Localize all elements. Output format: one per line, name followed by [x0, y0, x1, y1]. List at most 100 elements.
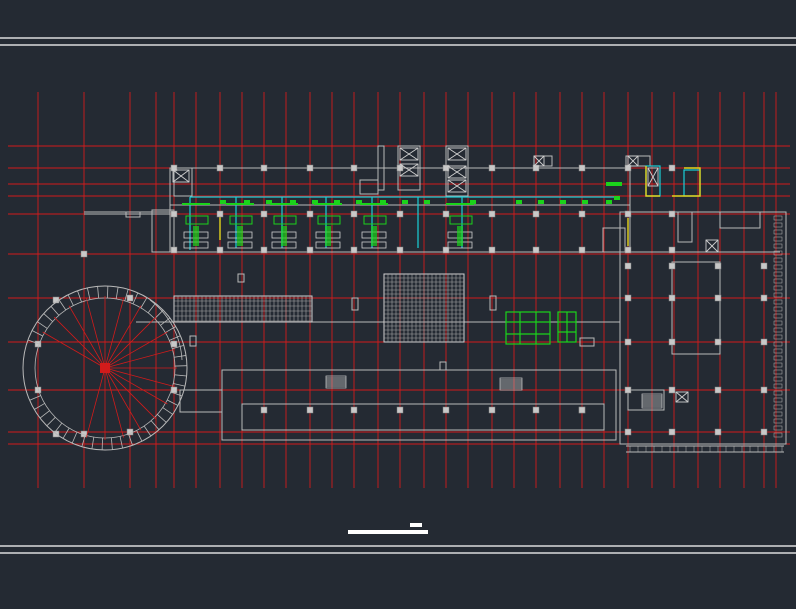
duct-tag	[582, 200, 588, 204]
column	[578, 406, 586, 414]
column	[624, 338, 632, 346]
column	[260, 210, 268, 218]
column	[714, 428, 722, 436]
column	[306, 246, 314, 254]
x-box	[399, 147, 419, 161]
column	[80, 250, 88, 258]
column	[34, 386, 42, 394]
hatched-room-left	[173, 295, 313, 323]
circular-atrium	[22, 285, 188, 451]
duct-tag	[266, 200, 272, 204]
drawing-scale	[410, 523, 422, 527]
yellow-markers	[219, 166, 701, 246]
facade-mullion	[773, 418, 783, 424]
duct-tags	[220, 182, 622, 204]
column	[578, 164, 586, 172]
fcu-group	[314, 203, 342, 249]
facade-mullion	[773, 348, 783, 354]
column	[306, 406, 314, 414]
facade-mullion	[773, 376, 783, 382]
column	[624, 386, 632, 394]
facade-mullion	[773, 229, 783, 235]
column	[396, 406, 404, 414]
column	[442, 210, 450, 218]
column	[396, 246, 404, 254]
facade-mullion	[773, 313, 783, 319]
fan-coil-unit-groups	[182, 203, 474, 249]
facade-mullion	[773, 383, 783, 389]
duct-tag	[220, 200, 226, 204]
duct-tag	[380, 200, 386, 204]
building-walls	[84, 145, 787, 453]
column	[488, 246, 496, 254]
x-box	[705, 239, 719, 253]
duct-tag	[244, 200, 250, 204]
column	[350, 164, 358, 172]
structural-columns	[34, 164, 783, 452]
column	[760, 338, 768, 346]
fcu-group	[446, 203, 474, 249]
hatched-room-center	[383, 273, 465, 343]
column	[668, 338, 676, 346]
facade-mullion	[773, 432, 783, 438]
title-block	[348, 520, 428, 536]
facade-mullion	[773, 411, 783, 417]
column	[350, 246, 358, 254]
x-box	[533, 155, 545, 167]
facade-mullion	[773, 397, 783, 403]
column	[668, 386, 676, 394]
duct-tag	[312, 200, 318, 204]
facade-mullion	[773, 369, 783, 375]
sheet-frame	[0, 37, 796, 554]
equipment-units	[505, 311, 577, 345]
column	[668, 294, 676, 302]
x-box	[447, 179, 467, 193]
column	[442, 246, 450, 254]
column	[624, 294, 632, 302]
column	[488, 406, 496, 414]
duct-tag	[516, 200, 522, 204]
column	[760, 428, 768, 436]
x-box	[399, 163, 419, 177]
facade-mullion	[773, 390, 783, 396]
facade-mullion	[773, 243, 783, 249]
x-box	[627, 155, 639, 167]
column	[714, 294, 722, 302]
title-underline	[348, 530, 428, 534]
x-box	[172, 169, 190, 183]
column	[442, 164, 450, 172]
column	[668, 428, 676, 436]
duct-tag	[356, 200, 362, 204]
duct-tag	[402, 200, 408, 204]
column	[760, 262, 768, 270]
facade-mullion	[773, 404, 783, 410]
facade-mullion	[773, 334, 783, 340]
x-box	[447, 165, 467, 179]
facade-mullion	[773, 278, 783, 284]
column	[260, 406, 268, 414]
column	[624, 246, 632, 254]
facade-mullion	[773, 264, 783, 270]
column	[532, 210, 540, 218]
duct-tag	[290, 200, 296, 204]
duct-tag	[424, 200, 430, 204]
fcu-group	[226, 203, 254, 249]
fcu-group	[360, 203, 388, 249]
column	[396, 210, 404, 218]
column	[350, 210, 358, 218]
stair-symbols	[325, 375, 663, 409]
column	[760, 294, 768, 302]
facade-mullion	[773, 257, 783, 263]
column	[126, 294, 134, 302]
facade-mullion	[773, 271, 783, 277]
column	[578, 246, 586, 254]
x-box	[675, 391, 689, 403]
facade-mullion	[773, 327, 783, 333]
facade-mullion	[773, 320, 783, 326]
column	[170, 246, 178, 254]
facade-mullion	[773, 222, 783, 228]
column	[578, 210, 586, 218]
column	[260, 164, 268, 172]
